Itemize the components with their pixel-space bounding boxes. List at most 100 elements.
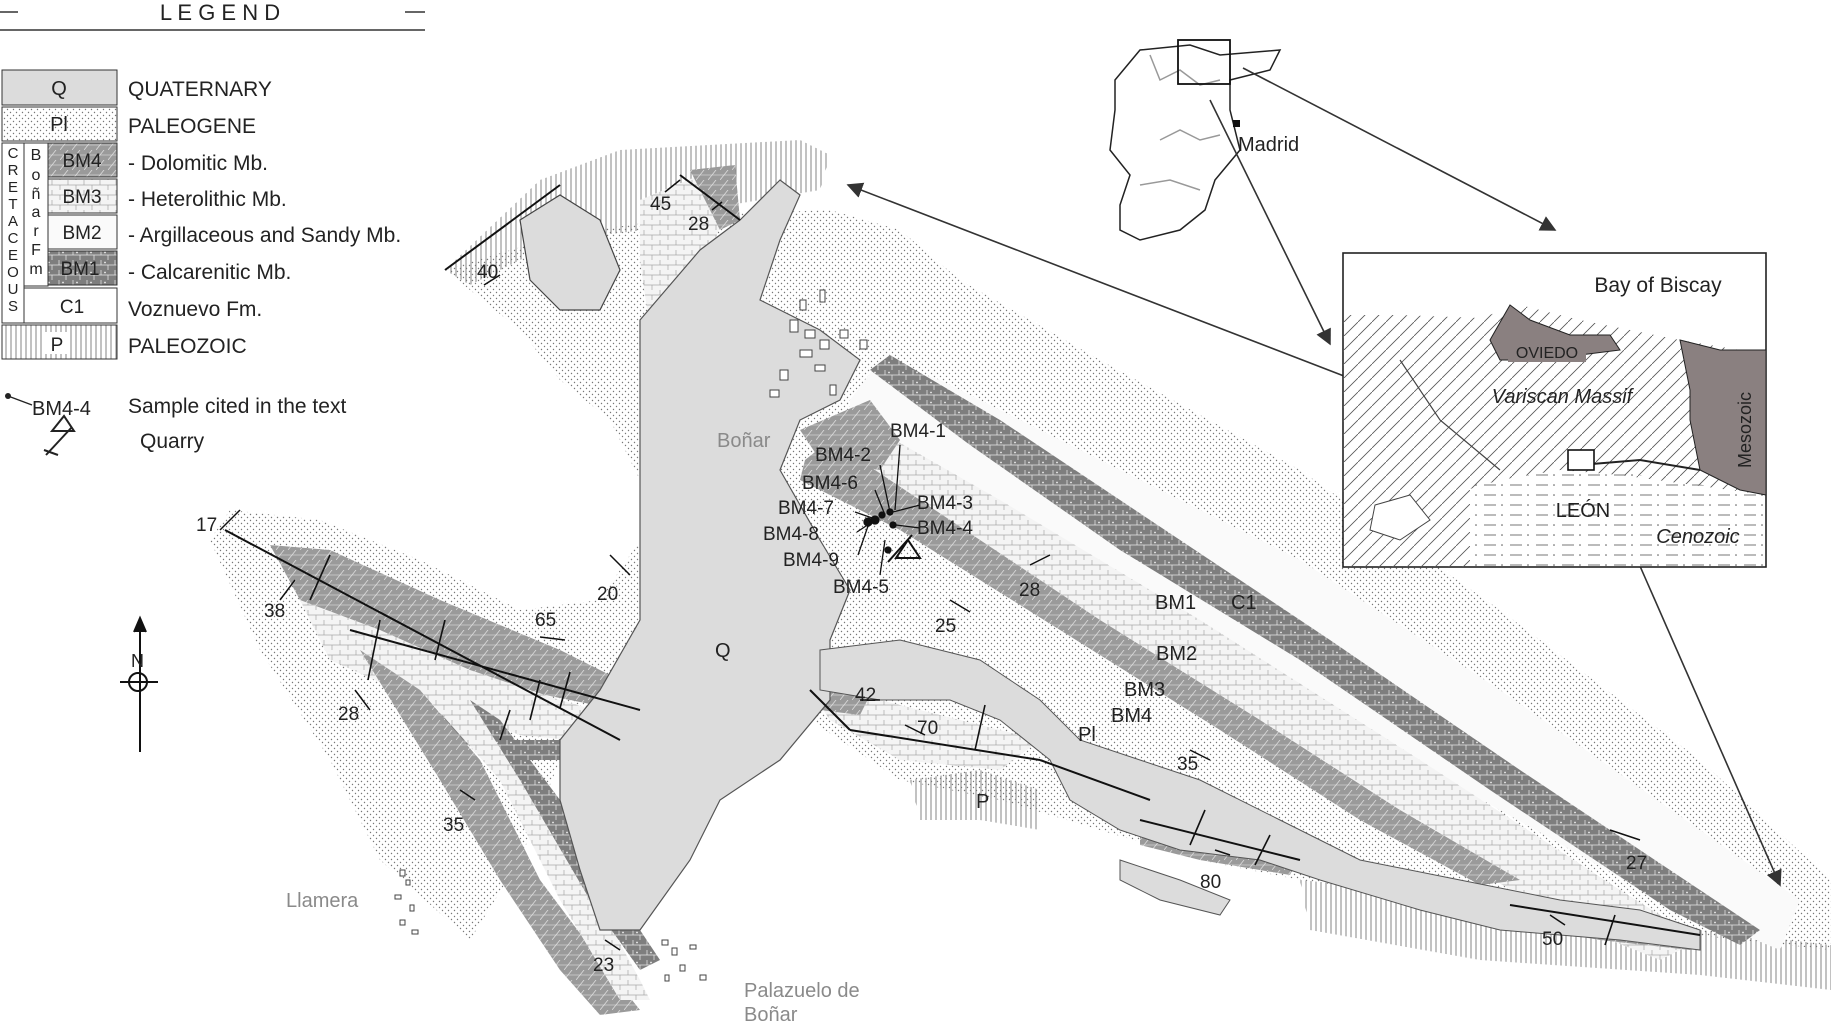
map-label-bm3: BM3 [1124, 679, 1165, 701]
svg-text:40: 40 [477, 262, 498, 283]
svg-text:P: P [51, 335, 64, 356]
sample-label: BM4-7 [778, 498, 834, 519]
quarry-icon-map [887, 534, 922, 563]
legend-label-quaternary: QUATERNARY [128, 78, 272, 101]
svg-text:A: A [8, 213, 18, 230]
sample-label: BM4-4 [917, 518, 973, 539]
svg-text:U: U [8, 281, 19, 298]
unit-bm1-calcarenitic [870, 355, 1760, 945]
label-mesozoic: Mesozoic [1735, 392, 1755, 468]
svg-text:O: O [7, 264, 19, 281]
map-label-q: Q [715, 640, 731, 662]
svg-text:R: R [8, 162, 19, 179]
place-llamera: Llamera [286, 890, 359, 912]
legend-label-paleogene: PALEOGENE [128, 115, 256, 138]
legend-swatch-bm3 [47, 178, 118, 214]
svg-text:F: F [31, 242, 41, 259]
inset-locator-box [1177, 39, 1231, 85]
unit-quaternary [519, 194, 621, 311]
legend-label-dolomitic: - Dolomitic Mb. [128, 152, 268, 175]
svg-text:BM4: BM4 [62, 151, 102, 172]
svg-text:28: 28 [1019, 580, 1040, 601]
legend-swatch-q [1, 69, 118, 106]
study-area-box [1567, 449, 1595, 471]
cretaceous-vertical-label: C R E T A C E O U S [7, 145, 19, 315]
dip-symbols [219, 179, 1641, 951]
svg-text:o: o [32, 167, 41, 184]
svg-text:25: 25 [935, 616, 956, 637]
label-cenozoic: Cenozoic [1656, 526, 1739, 548]
svg-text:20: 20 [597, 584, 618, 605]
svg-text:E: E [8, 247, 18, 264]
svg-text:BM1: BM1 [60, 259, 99, 280]
svg-text:38: 38 [264, 601, 285, 622]
legend-swatch-bm1 [47, 250, 118, 286]
map-label-pl: Pl [1078, 724, 1096, 746]
svg-text:80: 80 [1200, 872, 1221, 893]
svg-text:BM3: BM3 [62, 187, 101, 208]
svg-text:23: 23 [593, 955, 614, 976]
unit-bm3-heterolithic [810, 420, 1700, 960]
town-llamera [394, 869, 419, 935]
legend-label-paleozoic: PALEOZOIC [128, 335, 247, 358]
legend-swatch-pl [1, 106, 118, 142]
quarry-icon [43, 414, 76, 456]
legend-swatch-bm4 [47, 142, 118, 178]
svg-text:r: r [33, 223, 39, 240]
legend-label-sample: Sample cited in the text [128, 395, 346, 418]
svg-text:65: 65 [535, 610, 556, 631]
svg-text:T: T [8, 196, 17, 213]
place-bonar: Boñar [717, 430, 771, 452]
fold-axes [309, 554, 1616, 946]
label-variscan-massif: Variscan Massif [1492, 386, 1635, 408]
legend-swatch-c1 [23, 287, 118, 324]
region-inset: Bay of Biscay OVIEDO Variscan Massif Mes… [1342, 252, 1767, 568]
svg-text:E: E [8, 179, 18, 196]
sample-label: BM4-5 [833, 577, 889, 598]
svg-text:70: 70 [917, 718, 938, 739]
svg-text:B: B [31, 147, 42, 164]
svg-text:S: S [8, 298, 18, 315]
place-palazuelo-2: Boñar [744, 1004, 798, 1026]
place-palazuelo-1: Palazuelo de [744, 980, 860, 1002]
legend-swatch-bm2 [47, 214, 118, 250]
svg-text:27: 27 [1626, 853, 1647, 874]
sample-label: BM4-3 [917, 493, 973, 514]
mesozoic-area [1679, 339, 1767, 496]
madrid-marker [1233, 120, 1240, 127]
svg-text:35: 35 [1177, 754, 1198, 775]
svg-text:17: 17 [196, 515, 217, 536]
legend-sample-symbol: BM4-4 [5, 393, 91, 420]
map-label-bm1: BM1 [1155, 592, 1196, 614]
legend-label-heterolithic: - Heterolithic Mb. [128, 188, 287, 211]
svg-text:28: 28 [688, 214, 709, 235]
map-label-p: P [976, 791, 989, 813]
svg-text:ñ: ñ [32, 186, 41, 203]
map-label-bm2: BM2 [1156, 643, 1197, 665]
town-palazuelo [661, 939, 707, 982]
svg-text:45: 45 [650, 194, 671, 215]
svg-text:42: 42 [855, 685, 876, 706]
svg-text:Q: Q [51, 78, 67, 100]
svg-text:a: a [32, 204, 41, 221]
label-madrid: Madrid [1238, 134, 1299, 156]
svg-text:Pl: Pl [50, 114, 68, 136]
legend-label-voznuevo: Voznuevo Fm. [128, 298, 262, 321]
legend-title: L E G E N D [160, 0, 280, 25]
sample-label: BM4-8 [763, 524, 819, 545]
svg-text:BM4-4: BM4-4 [32, 398, 91, 420]
fault-lines [224, 174, 1701, 936]
svg-text:BM2: BM2 [62, 223, 101, 244]
label-leon: LEÓN [1556, 499, 1610, 522]
sample-label: BM4-1 [890, 421, 946, 442]
legend-label-argillaceous: - Argillaceous and Sandy Mb. [128, 224, 401, 247]
north-arrow-icon [120, 615, 158, 752]
svg-text:35: 35 [443, 815, 464, 836]
sample-label: BM4-2 [815, 445, 871, 466]
svg-text:C: C [8, 230, 19, 247]
label-bay-of-biscay: Bay of Biscay [1594, 274, 1722, 297]
svg-text:C: C [8, 145, 19, 162]
sample-label: BM4-6 [802, 473, 858, 494]
sample-label: BM4-9 [783, 550, 839, 571]
